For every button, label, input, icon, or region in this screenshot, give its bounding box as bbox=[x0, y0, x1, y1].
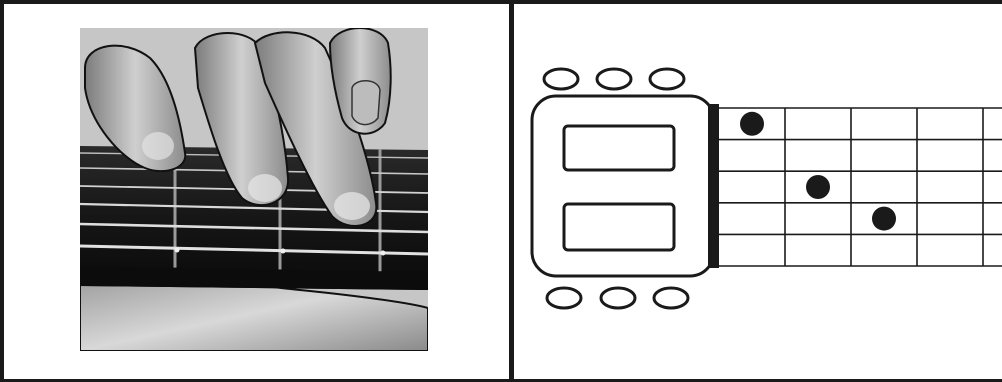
nut bbox=[708, 104, 719, 268]
finger-dot-2 bbox=[806, 175, 830, 199]
headstock-slot-top bbox=[564, 126, 674, 170]
headstock-slot-bottom bbox=[564, 204, 674, 250]
tuning-peg-bottom-1 bbox=[547, 288, 581, 308]
tuning-peg-bottom-3 bbox=[654, 288, 688, 308]
tuning-peg-top-3 bbox=[650, 69, 684, 89]
tuning-peg-bottom-2 bbox=[601, 288, 635, 308]
finger-dot-3 bbox=[872, 207, 896, 231]
strings bbox=[719, 108, 1002, 266]
chord-diagram bbox=[514, 4, 1002, 379]
finger-dot-1 bbox=[740, 112, 764, 136]
chord-diagram-svg bbox=[514, 4, 1002, 379]
tuning-peg-top-2 bbox=[597, 69, 631, 89]
hand-illustration bbox=[80, 28, 428, 351]
chord-hand-photo bbox=[80, 28, 428, 351]
tuning-peg-top-1 bbox=[544, 69, 578, 89]
